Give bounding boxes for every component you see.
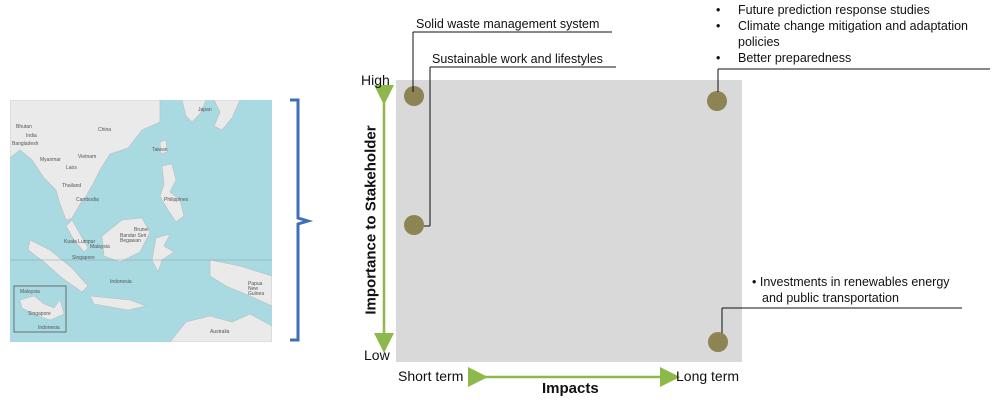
note-climate-policies: Climate change mitigation and adaptation	[716, 18, 968, 34]
map-label-china: China	[98, 127, 112, 133]
note-better-preparedness: Better preparedness	[716, 50, 968, 66]
x-axis-title: Impacts	[542, 380, 599, 397]
y-axis-low-label: Low	[364, 347, 390, 363]
note-climate-policies-cont: policies	[738, 35, 780, 49]
priority-matrix-plot	[396, 80, 742, 362]
dot-solid-waste	[404, 86, 424, 106]
map-label-malaysia: Malaysia	[90, 244, 110, 250]
map-label-thailand: Thailand	[62, 183, 82, 189]
x-axis-short-label: Short term	[398, 368, 464, 384]
map-label-australia: Australia	[210, 329, 230, 335]
note-sustainable-lifestyles: Sustainable work and lifestyles	[432, 52, 603, 66]
map-label-kuala-lumpur: Kuala Lumpur	[64, 239, 96, 245]
map-label-philippines: Philippines	[164, 197, 189, 203]
map-label-bandar-seri-begawan: Bandar Seri Begawan	[120, 233, 147, 244]
map-label-japan: Japan	[198, 107, 212, 113]
inset-label-malaysia: Malaysia	[20, 289, 40, 295]
dot-sustainable-lifestyles	[404, 215, 424, 235]
note-future-studies: Future prediction response studies	[716, 2, 968, 18]
southeast-asia-map: Bhutan India Bangladesh China Japan Myan…	[10, 100, 272, 342]
map-label-vietnam: Vietnam	[78, 154, 97, 160]
x-axis-long-label: Long term	[676, 368, 740, 384]
note-bottom-right: • Investments in renewables energy and p…	[752, 274, 950, 306]
note-renewables-cont: and public transportation	[762, 291, 899, 305]
map-label-myanmar: Myanmar	[40, 157, 61, 163]
map-label-india: India	[26, 133, 37, 139]
y-axis-high-label: High	[361, 72, 390, 88]
map-label-papua-new-guinea: Papua New Guinea	[248, 281, 265, 297]
map-label-bhutan: Bhutan	[16, 124, 32, 130]
map-label-singapore: Singapore	[72, 255, 95, 261]
note-renewables: • Investments in renewables energy	[752, 275, 950, 289]
dot-renewables	[708, 332, 728, 352]
note-solid-waste: Solid waste management system	[416, 17, 600, 31]
map-label-taiwan: Taiwan	[152, 147, 168, 153]
map-label-indonesia: Indonesia	[110, 279, 132, 285]
inset-label-indonesia: Indonesia	[38, 325, 60, 331]
map-label-brunei: Brunei	[134, 227, 149, 233]
map-label-cambodia: Cambodia	[76, 197, 99, 203]
y-axis-title: Importance to Stakeholder	[362, 125, 380, 315]
dot-future-studies	[707, 91, 727, 111]
inset-label-singapore: Singapore	[28, 311, 51, 317]
map-label-bangladesh: Bangladesh	[12, 141, 39, 147]
note-top-right: Future prediction response studies Clima…	[716, 2, 968, 66]
grouping-bracket	[290, 98, 314, 342]
map-label-laos: Laos	[66, 165, 77, 171]
